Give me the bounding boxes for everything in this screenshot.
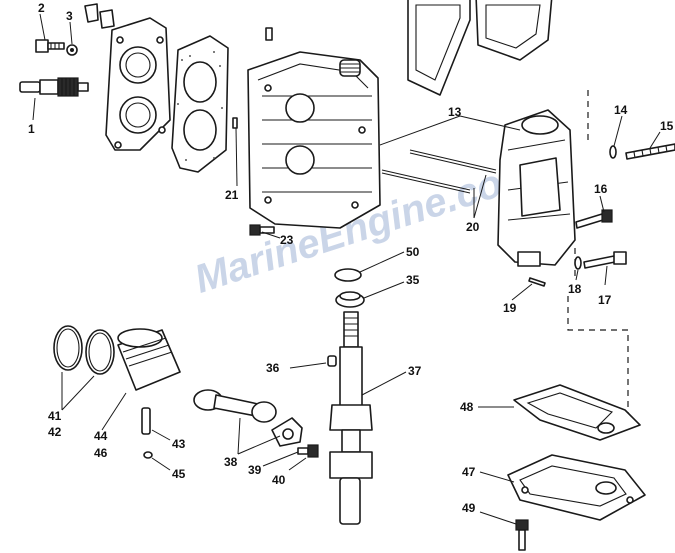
callouts: 2 3 1 13 14 15 16 17 18 19 20 21 23 50 3…: [28, 1, 674, 515]
callout-14: 14: [614, 103, 628, 117]
callout-23: 23: [280, 233, 294, 247]
bolt-17: [583, 251, 627, 269]
callout-35: 35: [406, 273, 420, 287]
callout-16: 16: [594, 182, 608, 196]
spark-plug: [19, 77, 89, 97]
callout-47: 47: [462, 465, 476, 479]
woodruff-key: [327, 355, 337, 367]
rod-bolt: [297, 444, 319, 458]
wrist-pin: [141, 407, 151, 435]
crank-seal: [335, 291, 365, 308]
callout-13: 13: [448, 105, 462, 119]
exhaust-cover: [475, 0, 553, 61]
callout-2: 2: [38, 1, 45, 15]
block-bolt: [249, 224, 275, 236]
callout-15: 15: [660, 119, 674, 133]
callout-43: 43: [172, 437, 186, 451]
callout-42: 42: [48, 425, 62, 439]
lower-gasket: [513, 384, 641, 441]
callout-1: 1: [28, 122, 35, 136]
callout-37: 37: [408, 364, 422, 378]
callout-44: 44: [94, 429, 108, 443]
piston-rings: [53, 325, 115, 375]
rod-cap: [271, 417, 303, 447]
leader-lines: [32, 13, 661, 525]
callout-36: 36: [266, 361, 280, 375]
head-screw: [35, 39, 65, 53]
bolt-16: [575, 209, 613, 229]
callout-40: 40: [272, 473, 286, 487]
callout-50: 50: [406, 245, 420, 259]
callout-20: 20: [466, 220, 480, 234]
callout-39: 39: [248, 463, 262, 477]
small-washer: [609, 145, 617, 159]
callout-3: 3: [66, 9, 73, 23]
callout-49: 49: [462, 501, 476, 515]
head-gasket: [171, 35, 229, 173]
cylinder-head-cover: [105, 17, 171, 151]
washer-hole: [70, 48, 74, 52]
pin-19: [528, 277, 546, 287]
callout-48: 48: [460, 400, 474, 414]
connecting-rod: [193, 389, 277, 423]
callout-41: 41: [48, 409, 62, 423]
callout-38: 38: [224, 455, 238, 469]
exhaust-cover-gasket: [407, 0, 471, 96]
callout-18: 18: [568, 282, 582, 296]
cylinder-block: [247, 27, 381, 229]
callout-19: 19: [503, 301, 517, 315]
lower-cover: [507, 454, 646, 521]
long-studs: [381, 149, 497, 194]
pin-clip: [143, 451, 153, 459]
washer-18: [574, 256, 582, 270]
cover-bolt: [515, 519, 529, 551]
callout-45: 45: [172, 467, 186, 481]
threaded-stud: [625, 143, 675, 160]
callout-46: 46: [94, 446, 108, 460]
piston: [117, 328, 181, 391]
callout-17: 17: [598, 293, 612, 307]
callout-21: 21: [225, 188, 239, 202]
o-ring: [334, 268, 362, 282]
dowel-pin: [232, 117, 238, 129]
bracket: [84, 3, 115, 29]
crankshaft: [329, 311, 373, 525]
intake-manifold: [497, 109, 576, 267]
